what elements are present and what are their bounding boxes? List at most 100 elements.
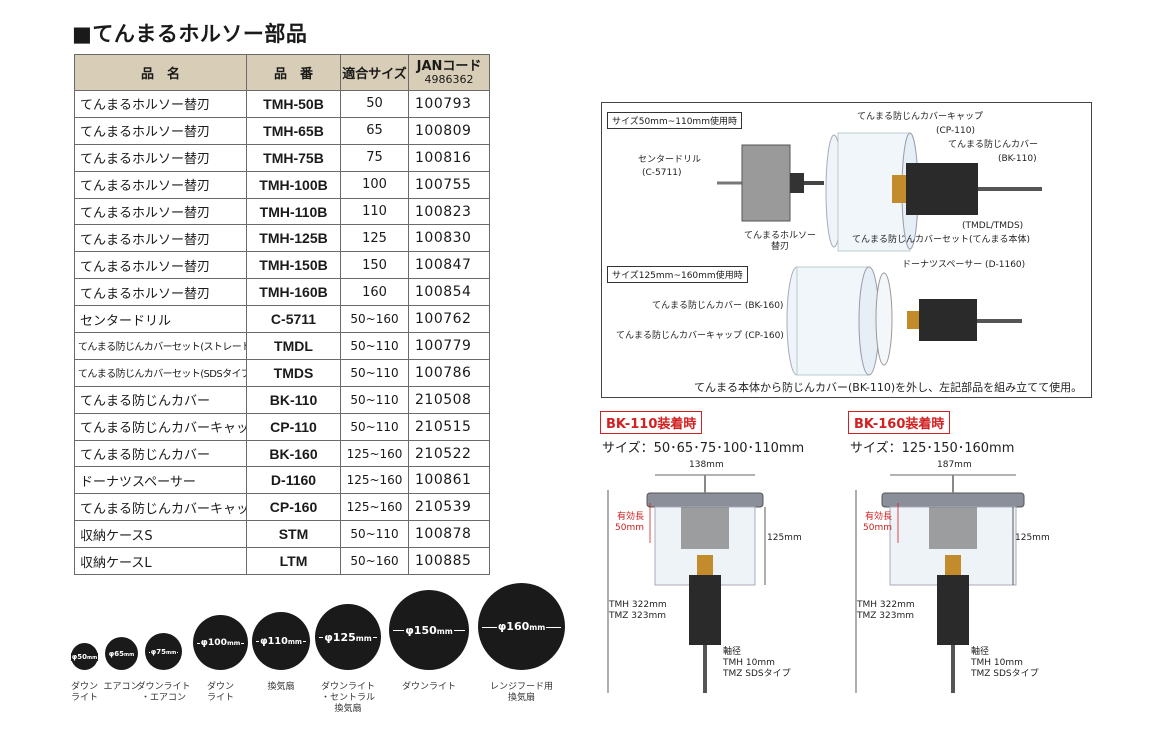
part-model: CP-160 — [246, 493, 341, 522]
circle-label: ダウンライト ・エアコン — [136, 682, 191, 703]
circle-diameter: φ65 — [108, 649, 124, 658]
circle-diameter: φ160 — [497, 620, 530, 633]
hole-circle: φ110mm — [252, 612, 310, 670]
part-name: てんまる防じんカバー — [74, 439, 247, 468]
part-jan: 100793 — [408, 90, 490, 118]
diagram-sizes: サイズ：125･150･160mm — [850, 441, 1015, 456]
part-name: てんまるホルソー替刃 — [74, 170, 247, 199]
part-name: てんまる防じんカバー — [74, 385, 247, 414]
circle-diameter: φ75 — [150, 647, 166, 656]
circle-unit: mm — [436, 626, 453, 636]
part-jan: 100786 — [408, 358, 490, 387]
part-model: C-5711 — [246, 305, 341, 334]
size-tag-small: サイズ50mm~110mm使用時 — [607, 112, 742, 129]
part-model: BK-160 — [246, 439, 341, 468]
part-size: 125~160 — [340, 466, 409, 495]
diagram-height: 125mm — [1015, 533, 1050, 543]
circle-label: レンジフード用 換気扇 — [489, 682, 553, 703]
holesaw-blade-illustration — [717, 144, 824, 222]
label-cap110: てんまる防じんカバーキャップ — [857, 112, 984, 122]
parts-illustration — [717, 132, 1042, 376]
part-name: てんまる防じんカバーキャップ — [74, 412, 247, 441]
part-size: 50~110 — [340, 332, 409, 360]
header-size: 適合サイズ — [340, 54, 409, 91]
label-center-drill-code: (C-5711) — [642, 168, 682, 178]
diagram-drawing — [607, 474, 766, 693]
label-cover110: てんまる防じんカバー — [948, 140, 1039, 150]
part-jan: 100854 — [408, 278, 490, 307]
part-name: てんまるホルソー替刃 — [74, 143, 247, 172]
part-size: 50~110 — [340, 520, 409, 549]
part-jan: 100816 — [408, 143, 490, 172]
part-name: てんまる防じんカバーセット(ストレートタイプ) — [74, 332, 247, 360]
circle-label: 換気扇 — [267, 682, 295, 692]
diagram-total-length: TMH 322mm TMZ 323mm — [609, 600, 667, 621]
circle-label: ダウン ライト — [70, 682, 98, 703]
label-cap110-code: (CP-110) — [936, 126, 975, 136]
diagram-width: 138mm — [689, 460, 724, 470]
part-model: TMH-150B — [246, 251, 341, 280]
diagram-width: 187mm — [937, 460, 972, 470]
part-name: ドーナツスペーサー — [74, 466, 247, 495]
part-jan: 100878 — [408, 520, 490, 549]
part-name: 収納ケースL — [74, 547, 247, 576]
hole-circle: φ100mm — [193, 615, 248, 670]
hole-circle: φ160mm — [478, 583, 565, 670]
part-jan: 100755 — [408, 170, 490, 199]
circle-diameter: φ100 — [200, 637, 227, 648]
size-tag-large: サイズ125mm~160mm使用時 — [607, 266, 748, 283]
part-size: 50~160 — [340, 547, 409, 576]
part-model: CP-110 — [246, 412, 341, 441]
label-cover160: てんまる防じんカバー (BK-160) — [652, 301, 784, 311]
part-model: TMH-125B — [246, 224, 341, 253]
part-size: 100 — [340, 170, 409, 199]
diagram-shaft: 軸径 TMH 10mm TMZ SDSタイプ — [971, 647, 1039, 679]
part-jan: 100861 — [408, 466, 490, 495]
part-name: てんまるホルソー替刃 — [74, 90, 247, 118]
part-model: TMDS — [246, 358, 341, 387]
part-size: 50~110 — [340, 358, 409, 387]
hole-circle: φ65mm — [105, 637, 138, 670]
circle-unit: mm — [355, 633, 372, 643]
circle-label: ダウンライト ・セントラル 換気扇 — [320, 682, 375, 714]
part-size: 50~110 — [340, 385, 409, 414]
circle-label: ダウン ライト — [206, 682, 234, 703]
part-jan: 210539 — [408, 493, 490, 522]
circle-unit: mm — [87, 654, 98, 661]
diagram-shaft: 軸径 TMH 10mm TMZ SDSタイプ — [723, 647, 791, 679]
part-jan: 100823 — [408, 197, 490, 226]
part-size: 110 — [340, 197, 409, 226]
part-name: てんまるホルソー替刃 — [74, 251, 247, 280]
part-size: 150 — [340, 251, 409, 280]
part-model: STM — [246, 520, 341, 549]
circle-label: エアコン — [103, 682, 140, 692]
part-jan: 100830 — [408, 224, 490, 253]
diagram-header: BK-110装着時 — [600, 411, 703, 434]
part-model: TMDL — [246, 332, 341, 360]
part-size: 65 — [340, 116, 409, 145]
circle-unit: mm — [226, 639, 241, 647]
label-set-name: てんまる防じんカバーセット(てんまる本体) — [852, 235, 1031, 245]
diagram-sizes: サイズ：50･65･75･100･110mm — [602, 441, 805, 456]
part-name: てんまる防じんカバーセット(SDSタイプ) — [74, 358, 247, 387]
part-name: てんまるホルソー替刃 — [74, 224, 247, 253]
part-size: 50~110 — [340, 412, 409, 441]
label-cap160: てんまる防じんカバーキャップ (CP-160) — [616, 331, 784, 341]
hole-circle: φ75mm — [145, 633, 182, 670]
part-model: TMH-50B — [246, 90, 341, 118]
part-name: てんまるホルソー替刃 — [74, 197, 247, 226]
part-name: てんまるホルソー替刃 — [74, 116, 247, 145]
page-title: ■てんまるホルソー部品 — [72, 22, 308, 46]
